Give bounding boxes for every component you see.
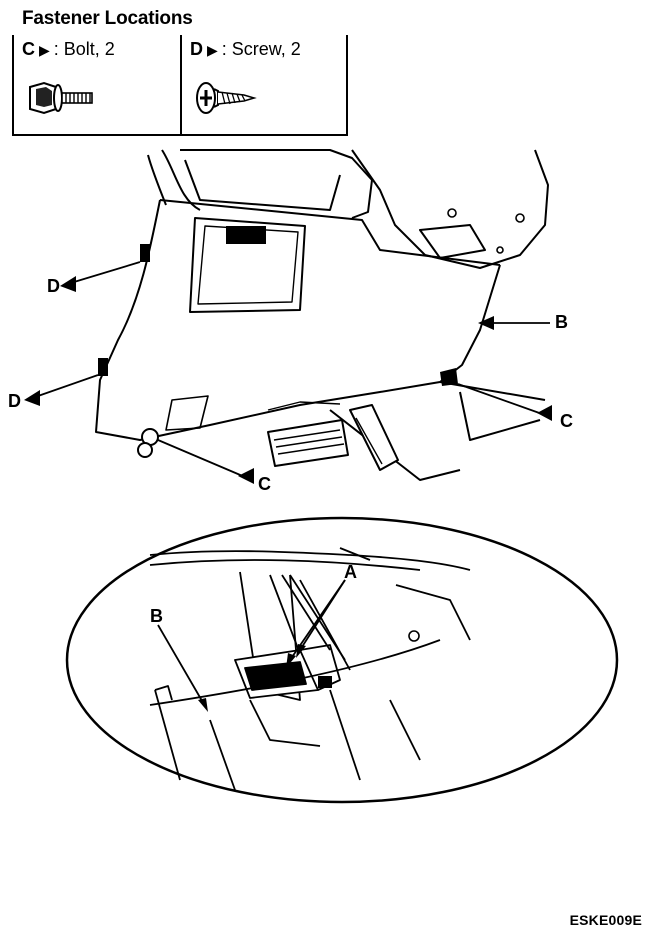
- legend-description: : Screw, 2: [221, 39, 301, 59]
- legend-label-c: C▶: Bolt, 2: [22, 39, 115, 60]
- callout-b-main: B: [555, 312, 568, 332]
- legend-item-bolt: C▶: Bolt, 2: [12, 35, 180, 136]
- callout-d-lower: D: [8, 391, 21, 411]
- legend-description: : Bolt, 2: [53, 39, 115, 59]
- callout-b-detail: B: [150, 606, 163, 626]
- legend-title: Fastener Locations: [22, 8, 193, 29]
- legend-label-d: D▶: Screw, 2: [190, 39, 301, 60]
- callout-d-upper: D: [47, 276, 60, 296]
- legend-letter: C: [22, 39, 35, 59]
- callout-a-detail: A: [344, 562, 357, 582]
- callout-c-right: C: [560, 411, 573, 431]
- screw-icon: [196, 82, 257, 114]
- arrow-icon: ▶: [207, 42, 218, 58]
- arrow-icon: ▶: [39, 42, 50, 58]
- callout-c-bottom: C: [258, 474, 271, 494]
- legend-item-screw: D▶: Screw, 2: [180, 35, 348, 136]
- legend-letter: D: [190, 39, 203, 59]
- figure-code: ESKE009E: [569, 912, 642, 928]
- bolt-icon: [29, 81, 93, 115]
